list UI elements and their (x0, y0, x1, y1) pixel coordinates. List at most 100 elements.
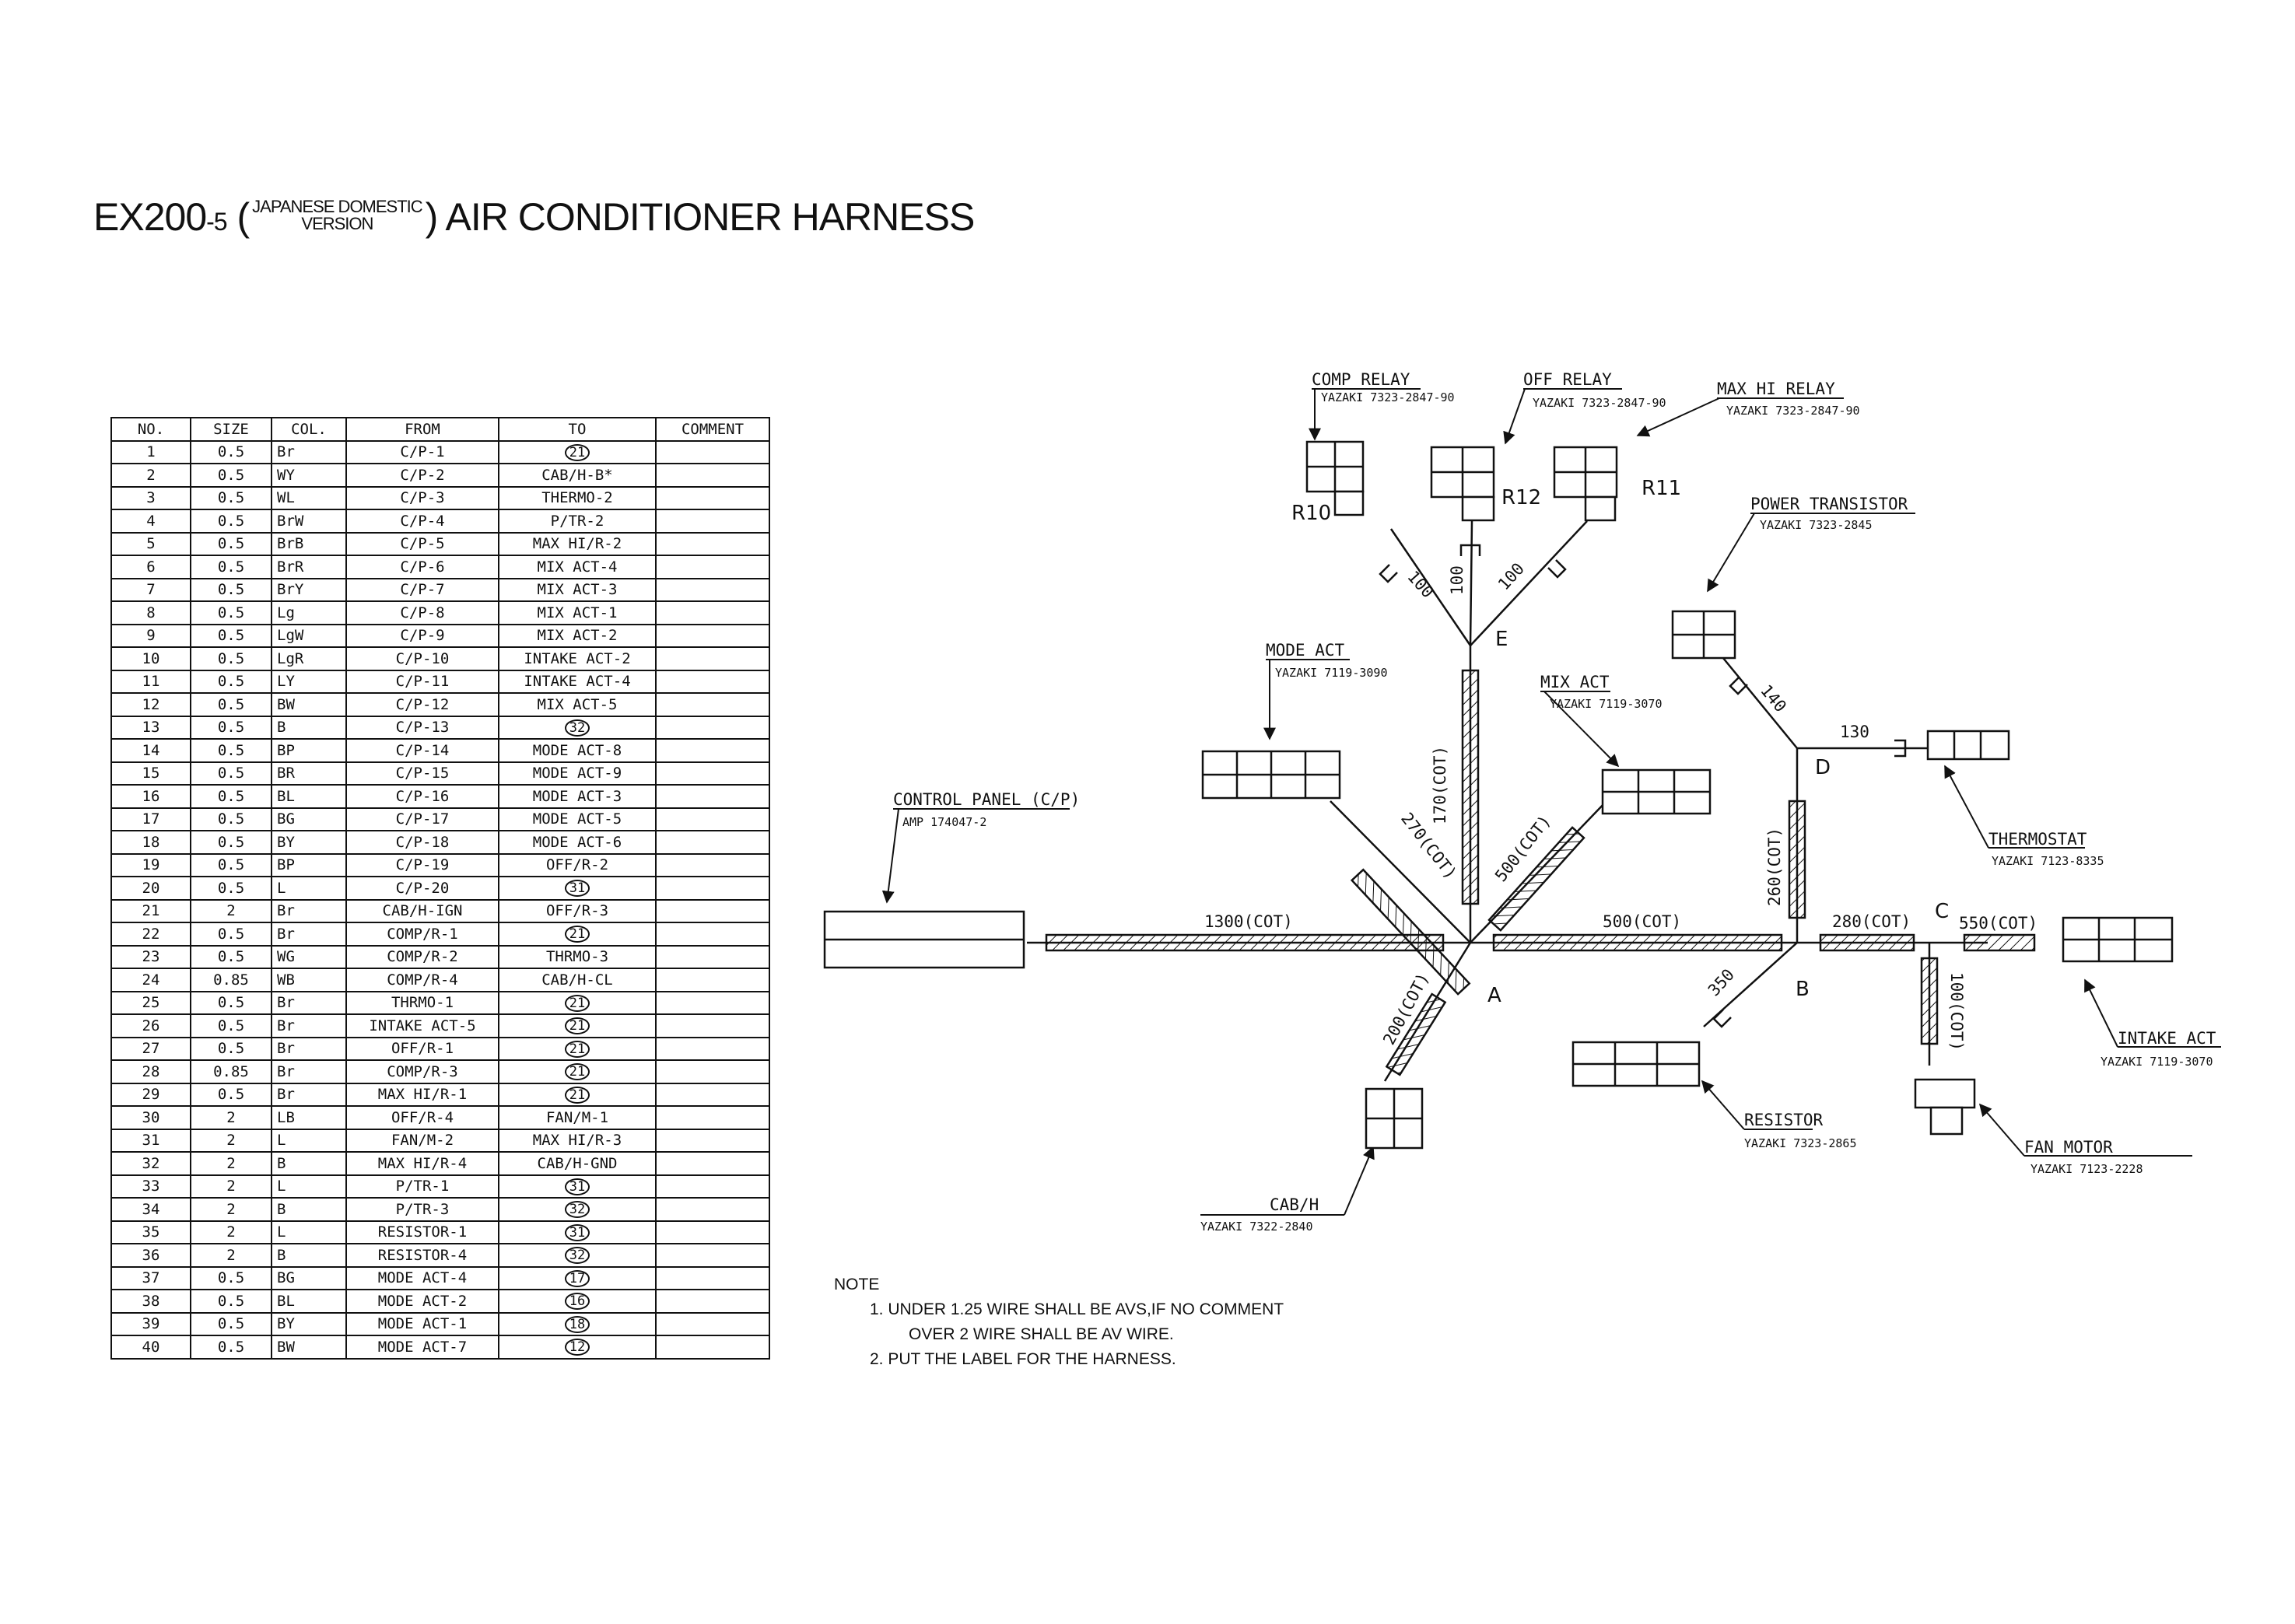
cell-to: 31 (498, 876, 657, 901)
bracket-100b (1459, 544, 1481, 556)
branch-a-mode-line (1330, 800, 1471, 943)
cell-size: 0.5 (190, 830, 272, 855)
cell-from: COMP/R-4 (345, 968, 499, 992)
cab-h-part: YAZAKI 7322-2840 (1200, 1220, 1313, 1234)
cell-size: 0.5 (190, 784, 272, 809)
cell-color: BW (271, 1335, 347, 1360)
title-model: EX200 (93, 195, 207, 239)
seg-label-100a: 100 (1403, 567, 1437, 601)
circled-number: 32 (564, 1201, 590, 1219)
seg-label-270: 270(COT) (1397, 809, 1460, 882)
tube-170 (1461, 669, 1480, 905)
branch-e-maxhi-line (1470, 520, 1588, 646)
cell-to: MAX HI/R-3 (498, 1128, 657, 1153)
resistor-name: RESISTOR (1744, 1111, 1824, 1129)
cell-color: WL (271, 485, 347, 510)
fan-motor-connector (1914, 1078, 1976, 1136)
cell-color: LgR (271, 646, 347, 671)
cell-color: WB (271, 968, 347, 992)
branch-e-comp-line (1389, 528, 1472, 646)
cell-color: Br (271, 1082, 347, 1107)
cell-size: 0.5 (190, 485, 272, 510)
cell-comment (655, 1128, 770, 1153)
tube-1300 (1045, 933, 1445, 952)
bracket-130 (1894, 739, 1907, 758)
cell-to: CAB/H-GND (498, 1151, 657, 1176)
cell-comment (655, 1265, 770, 1290)
note-heading: NOTE (834, 1276, 880, 1293)
circled-number: 31 (564, 1223, 590, 1241)
off-relay-part: YAZAKI 7323-2847-90 (1533, 396, 1666, 410)
cell-color: L (271, 1174, 347, 1199)
col-header-color: COL. (271, 417, 347, 442)
seg-label-100b: 100 (1448, 565, 1466, 595)
resistor-part: YAZAKI 7323-2865 (1744, 1136, 1857, 1150)
cell-size: 0.5 (190, 1289, 272, 1314)
cell-from: P/TR-3 (345, 1197, 499, 1222)
intake-act-connector (2062, 916, 2174, 963)
mode-act-name: MODE ACT (1266, 641, 1345, 660)
cell-to: 12 (498, 1335, 657, 1360)
circled-number: 16 (564, 1293, 590, 1311)
cell-color: Br (271, 1013, 347, 1038)
cell-color: Br (271, 990, 347, 1015)
cell-to: 21 (498, 990, 657, 1015)
cell-no: 1 (110, 439, 191, 464)
cell-to: 32 (498, 1243, 657, 1268)
cell-color: BrY (271, 577, 347, 602)
seg-label-550: 550(COT) (1959, 914, 2037, 933)
cell-to: 21 (498, 439, 657, 464)
cell-size: 0.5 (190, 876, 272, 901)
cell-size: 0.5 (190, 990, 272, 1015)
cell-color: B (271, 1151, 347, 1176)
cell-to: 31 (498, 1220, 657, 1244)
cell-color: LY (271, 669, 347, 694)
mix-act-connector (1601, 768, 1712, 815)
maxhi-relay-part: YAZAKI 7323-2847-90 (1726, 404, 1860, 418)
circled-number: 21 (564, 1017, 590, 1035)
cell-comment (655, 555, 770, 579)
tube-100v (1920, 957, 1939, 1045)
cell-from: C/P-2 (345, 463, 499, 488)
cell-from: MAX HI/R-1 (345, 1082, 499, 1107)
cell-no: 25 (110, 990, 191, 1015)
cell-from: MODE ACT-7 (345, 1335, 499, 1360)
cell-to: MIX ACT-5 (498, 692, 657, 717)
circled-number: 21 (564, 1063, 590, 1081)
cell-to: THRMO-3 (498, 944, 657, 969)
node-c-label: C (1935, 900, 1949, 923)
cell-size: 2 (190, 1128, 272, 1153)
cell-from: C/P-19 (345, 852, 499, 877)
bracket-100a (1379, 564, 1398, 583)
cell-from: INTAKE ACT-5 (345, 1013, 499, 1038)
circled-number: 21 (564, 443, 590, 461)
node-b-label: B (1796, 978, 1810, 1001)
seg-label-100v: 100(COT) (1947, 972, 1966, 1051)
cell-to: MODE ACT-9 (498, 761, 657, 786)
control-panel-name: CONTROL PANEL (C/P) (893, 790, 1080, 809)
power-transistor-part: YAZAKI 7323-2845 (1760, 518, 1873, 532)
cell-size: 0.5 (190, 577, 272, 602)
cell-no: 17 (110, 807, 191, 831)
cell-color: Br (271, 898, 347, 923)
circled-number: 31 (564, 1178, 590, 1195)
cell-from: OFF/R-1 (345, 1036, 499, 1061)
cell-from: P/TR-1 (345, 1174, 499, 1199)
control-panel-connector (823, 910, 1025, 969)
cell-size: 0.85 (190, 1059, 272, 1084)
